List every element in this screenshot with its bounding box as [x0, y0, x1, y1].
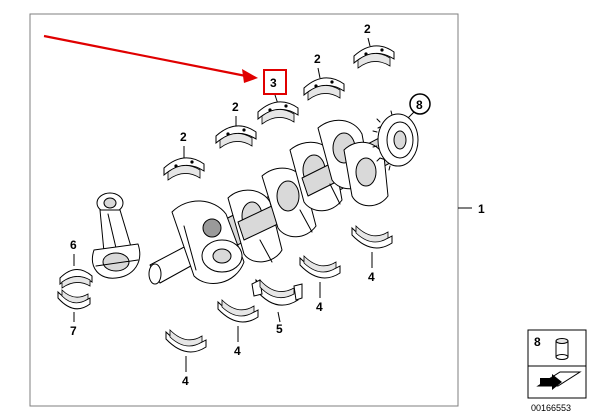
conrod-bearing-lower	[57, 289, 91, 310]
callout-8-circle	[409, 93, 431, 115]
callout-4-a[interactable]: 4	[182, 374, 189, 388]
callout-4-c[interactable]: 4	[316, 300, 323, 314]
main-bearing-upper-1	[163, 157, 205, 181]
assembly-frame	[29, 13, 459, 407]
callout-7[interactable]: 7	[70, 324, 77, 338]
small-cylinder-icon	[555, 338, 569, 360]
callout-6[interactable]: 6	[70, 238, 77, 252]
callout-5[interactable]: 5	[276, 322, 283, 336]
conrod-bearing-upper	[59, 269, 93, 289]
callout-2-d[interactable]: 2	[364, 22, 371, 36]
red-pointer-arrow	[43, 34, 258, 83]
thrust-bearing	[251, 278, 303, 306]
callout-4-b[interactable]: 4	[234, 344, 241, 358]
sprocket	[372, 110, 419, 171]
main-bearing-upper-4	[303, 77, 345, 101]
callout-2-c[interactable]: 2	[314, 52, 321, 66]
main-bearing-lower-1	[165, 329, 207, 353]
callout-3[interactable]: 3	[270, 76, 277, 90]
callout-2-b[interactable]: 2	[232, 100, 239, 114]
crankshaft	[148, 119, 415, 285]
main-bearing-lower-4	[351, 225, 393, 249]
main-bearing-upper-2	[215, 125, 257, 149]
diagram-number: 00166553	[531, 403, 571, 413]
main-bearing-lower-3	[299, 255, 341, 279]
main-bearing-lower-2	[217, 299, 259, 323]
callout-2-a[interactable]: 2	[180, 130, 187, 144]
highlight-box	[263, 69, 287, 95]
arrow-icon[interactable]	[536, 371, 582, 390]
main-bearing-upper-5	[353, 45, 395, 69]
main-bearing-upper-3	[257, 101, 299, 125]
connecting-rod	[92, 192, 141, 279]
callout-1[interactable]: 1	[478, 202, 485, 216]
legend-callout-8[interactable]: 8	[534, 335, 541, 349]
callout-4-d[interactable]: 4	[368, 270, 375, 284]
callout-8[interactable]: 8	[416, 98, 423, 112]
